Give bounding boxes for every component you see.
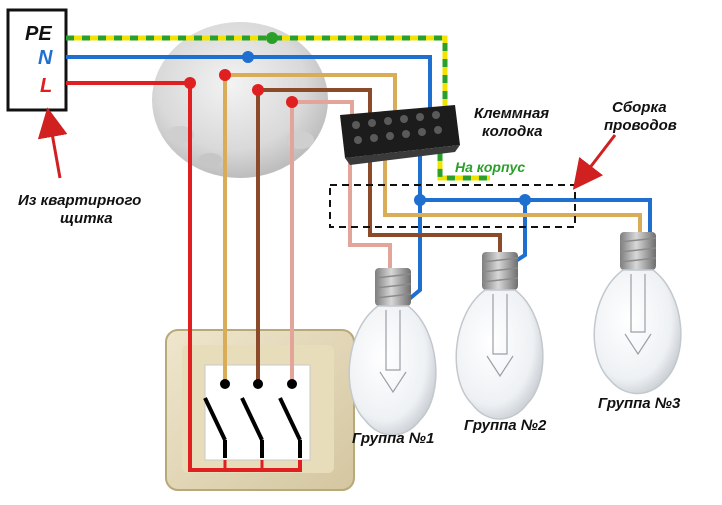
triple-switch xyxy=(165,329,355,491)
arrows xyxy=(37,107,617,190)
panel-box xyxy=(6,8,68,112)
arrow-to-panel-icon xyxy=(37,107,68,179)
from-panel-label-2: щитка xyxy=(60,210,113,227)
group3-label: Группа №3 xyxy=(598,395,681,412)
wire-assembly-label-2: проводов xyxy=(604,117,677,134)
switched-wire-3 xyxy=(290,100,392,380)
light-bulb-icon xyxy=(455,252,544,420)
wire-assembly-label: Сборка xyxy=(612,99,667,116)
pe-label: PE xyxy=(25,23,52,45)
l-label: L xyxy=(40,75,52,97)
switch-contacts xyxy=(203,379,302,458)
switched-wire-1 xyxy=(223,73,642,380)
n-label: N xyxy=(38,47,53,69)
light-bulb-icon xyxy=(348,268,437,436)
terminal-block xyxy=(340,105,460,165)
phase-wire xyxy=(66,81,302,472)
junction-dots xyxy=(184,32,531,206)
wire-assembly-box xyxy=(329,184,576,228)
neutral-wire xyxy=(66,55,652,302)
terminal-block-label: Клеммная xyxy=(474,105,549,122)
from-panel-label: Из квартирного xyxy=(18,192,141,209)
terminal-block-label-2: колодка xyxy=(482,123,542,140)
group2-label: Группа №2 xyxy=(464,417,547,434)
light-bulb-icon xyxy=(593,232,682,395)
to-case-label: На корпус xyxy=(455,159,525,175)
group1-label: Группа №1 xyxy=(352,430,434,447)
switched-wire-2 xyxy=(256,88,502,380)
arrow-to-assembly-icon xyxy=(572,134,617,190)
